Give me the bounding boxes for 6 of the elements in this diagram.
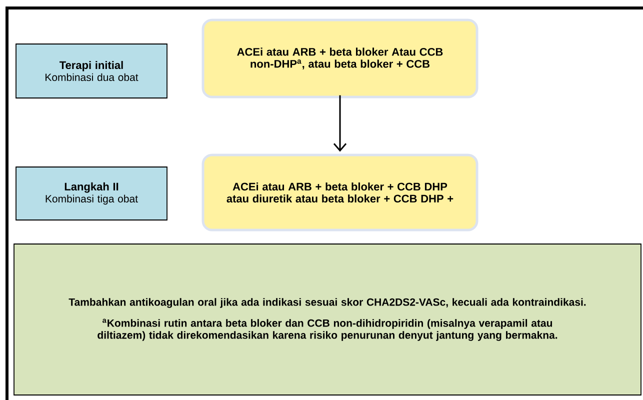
- therapy-box: ACEi atau ARB + beta bloker + CCB DHP atau diuretik atau beta bloker + CCB DHP +: [202, 154, 478, 232]
- step-box: Terapi initial Kombinasi dua obat: [16, 44, 168, 98]
- note-box: Tambahkan antikoagulan oral jika ada indikasi sesuai skor CHA2DS2-VASc, kecuali ada kontraindikasi. $^{a}$Kombinasi rutin antara beta bloker dan CCB non-dihidropiridin (misalnya verapamil atau diltiazem) tidak direkomendasikan karena risiko penurunan denyut jantung yang bermakna.: [14, 244, 642, 396]
- step-box: Langkah II Kombinasi tiga obat: [16, 166, 168, 220]
- therapy-box: ACEi atau ARB + beta bloker Atau CCB non-DHP$^{a}$, atau beta bloker + CCB: [202, 18, 478, 98]
- arrow: [333, 95, 347, 152]
